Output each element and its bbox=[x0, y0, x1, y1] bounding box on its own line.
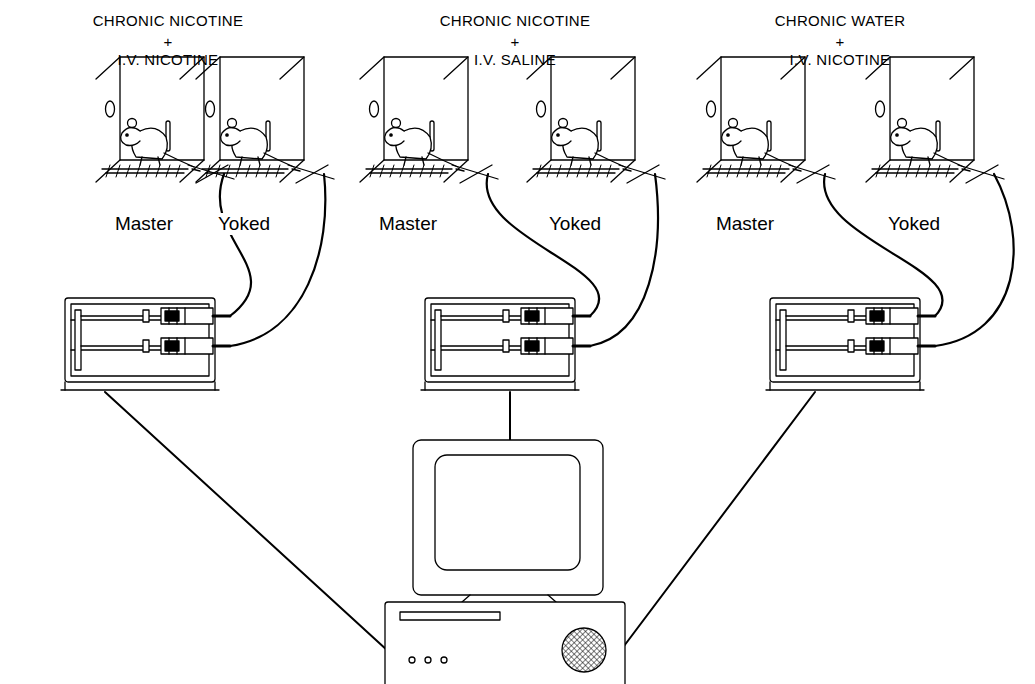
operant-cage: Master bbox=[697, 60, 793, 235]
plus-sign: + bbox=[510, 33, 519, 51]
group-heading: I.V. NICOTINE bbox=[118, 51, 219, 69]
cage-label: Master bbox=[377, 213, 439, 235]
operant-cage: Yoked bbox=[866, 60, 962, 235]
cage-label: Yoked bbox=[547, 213, 603, 235]
plus-sign: + bbox=[835, 33, 844, 51]
group-heading: I.V. NICOTINE bbox=[790, 51, 891, 69]
group-heading: I.V. SALINE bbox=[474, 51, 556, 69]
cage-label: Master bbox=[113, 213, 175, 235]
group-heading: CHRONIC NICOTINE bbox=[93, 12, 244, 30]
plus-sign: + bbox=[163, 33, 172, 51]
operant-cage: Yoked bbox=[527, 60, 623, 235]
operant-cage: Master bbox=[96, 60, 192, 235]
cage-label: Yoked bbox=[216, 213, 272, 235]
operant-cage: Master bbox=[360, 60, 456, 235]
operant-cage: Yoked bbox=[196, 60, 292, 235]
group-heading: CHRONIC WATER bbox=[775, 12, 906, 30]
cage-label: Master bbox=[714, 213, 776, 235]
group-heading: CHRONIC NICOTINE bbox=[440, 12, 591, 30]
cage-label: Yoked bbox=[886, 213, 942, 235]
